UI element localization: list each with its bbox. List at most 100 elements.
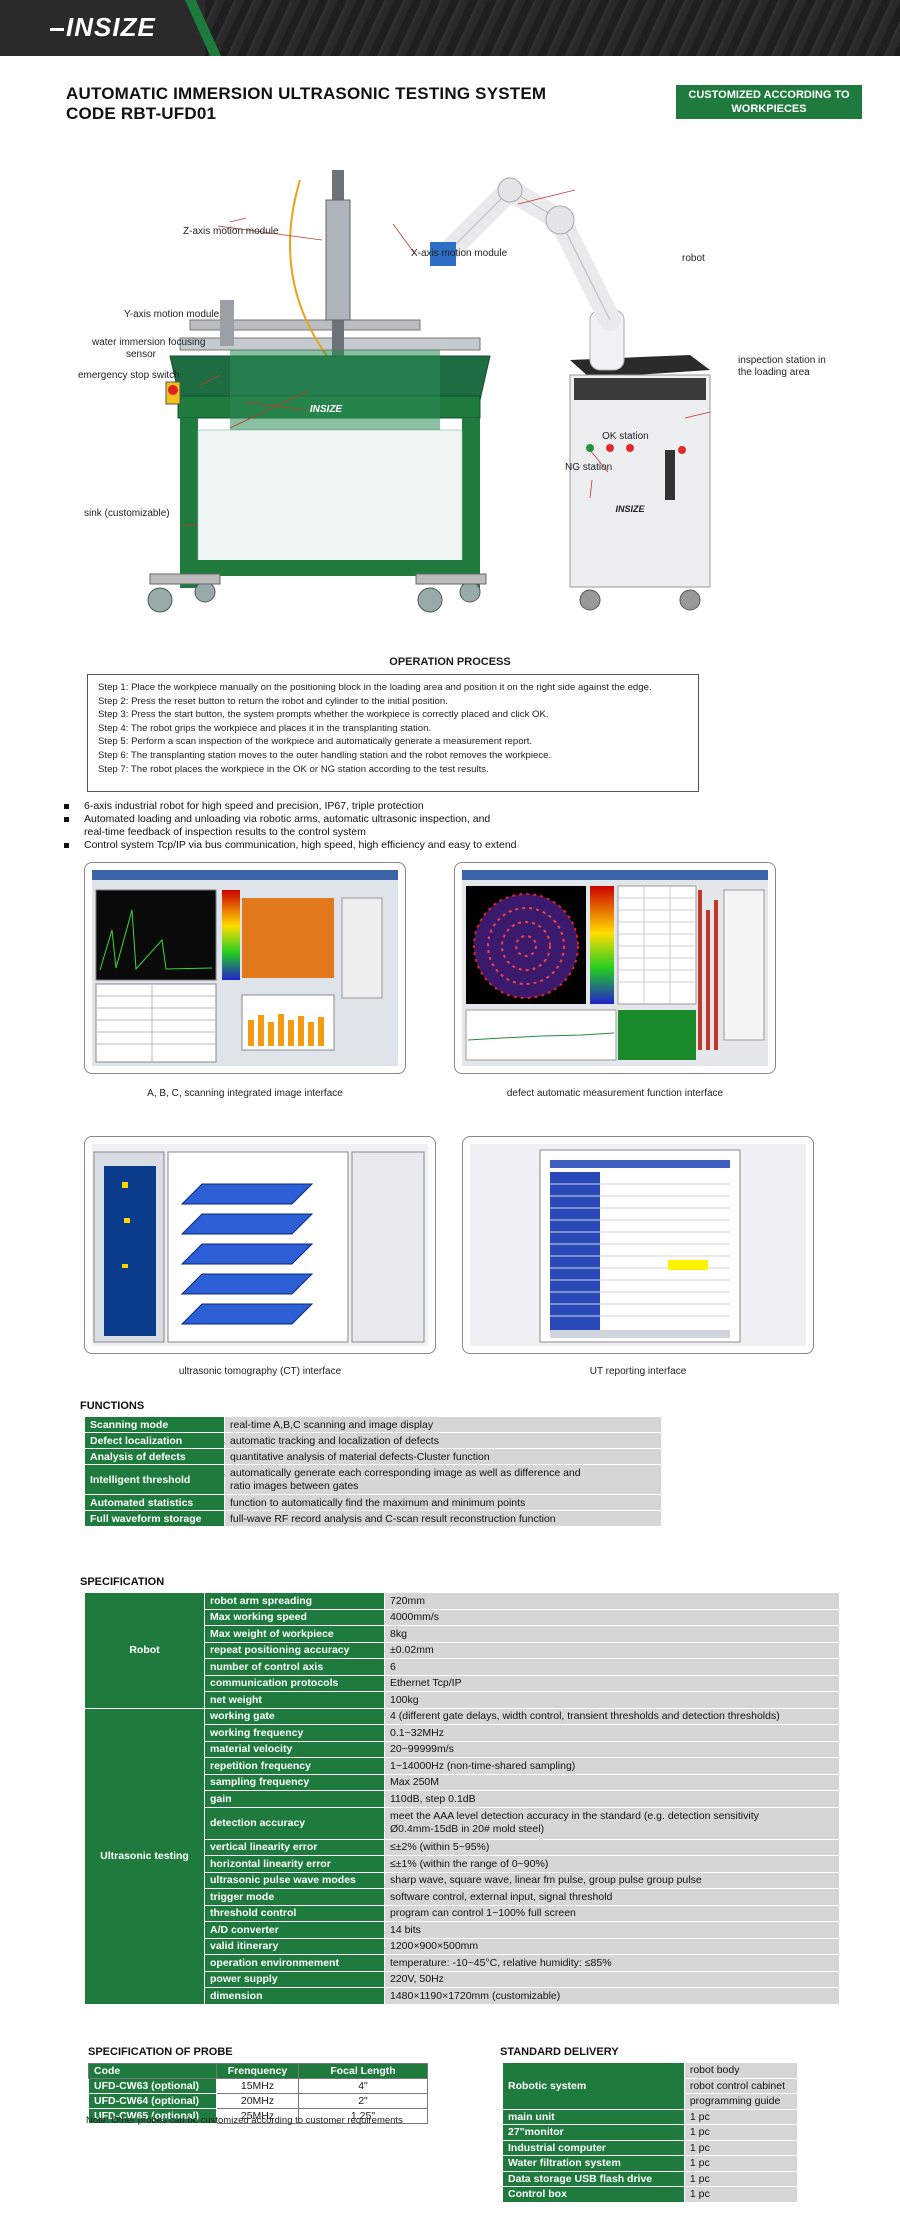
operation-step: Step 7: The robot places the workpiece i…: [98, 763, 489, 775]
svg-text:INSIZE: INSIZE: [310, 404, 343, 415]
table-cell: 1480×1190×1720mm (customizable): [384, 1987, 840, 2005]
table-cell: 1 pc: [683, 2170, 799, 2187]
operation-step: Step 2: Press the reset button to return…: [98, 695, 448, 707]
table-cell: 1~14000Hz (non-time-shared sampling): [384, 1757, 840, 1775]
table-cell: power supply: [204, 1970, 385, 1988]
table-cell: net weight: [204, 1691, 385, 1709]
caption-abc: A, B, C, scanning integrated image inter…: [147, 1088, 343, 1099]
bullet-icon: [64, 843, 69, 848]
table-cell: working frequency: [204, 1724, 385, 1742]
table-cell: Control box: [502, 2186, 685, 2203]
callout-emergency-stop: emergency stop switch: [78, 370, 180, 381]
caption-ct: ultrasonic tomography (CT) interface: [178, 1366, 342, 1377]
callout-ng-station: NG station: [565, 462, 613, 473]
table-cell: 1200×900×500mm: [384, 1937, 840, 1955]
table-cell: Industrial computer: [502, 2139, 685, 2156]
probe-note: Note: Other probes can be customized acc…: [86, 2115, 403, 2126]
callout-z-axis: Z-axis motion module: [183, 226, 279, 237]
table-cell: threshold control: [204, 1904, 385, 1922]
table-cell: 1 pc: [683, 2139, 799, 2156]
table-cell: Defect localization: [84, 1432, 225, 1449]
screenshot-ct-image: [92, 1144, 428, 1346]
table-cell: Max working speed: [204, 1608, 385, 1626]
bullet-icon: [64, 817, 69, 822]
table-cell: robot control cabinet: [683, 2077, 799, 2094]
table-cell: full-wave RF record analysis and C-scan …: [224, 1510, 662, 1527]
table-cell: operation environmement: [204, 1954, 385, 1972]
table-cell: sampling frequency: [204, 1773, 385, 1791]
table-cell: 220V, 50Hz: [384, 1970, 840, 1988]
operation-title: OPERATION PROCESS: [389, 656, 511, 668]
screenshot-ut-image: [470, 1144, 806, 1346]
table-cell: 4": [298, 2078, 428, 2094]
table-cell: vertical linearity error: [204, 1838, 385, 1856]
table-cell: software control, external input, signal…: [384, 1888, 840, 1906]
delivery-title: STANDARD DELIVERY: [500, 2046, 619, 2058]
table-cell: Full waveform storage: [84, 1510, 225, 1527]
table-cell: 0.1~32MHz: [384, 1724, 840, 1742]
table-row: vertical linearity error≤±2% (within 5~9…: [85, 1838, 840, 1856]
table-cell: automatic tracking and localization of d…: [224, 1432, 662, 1449]
table-header-cell: Focal Length: [298, 2063, 428, 2079]
table-cell: 25MHz: [216, 2108, 299, 2124]
table-cell: gain: [204, 1790, 385, 1808]
callout-focusing-sensor-2: sensor: [126, 349, 157, 360]
table-cell: Intelligent threshold: [84, 1464, 225, 1495]
table-cell: communication protocols: [204, 1674, 385, 1692]
table-cell: 27"monitor: [502, 2124, 685, 2141]
table-cell: 100kg: [384, 1691, 840, 1709]
table-cell: robot arm spreading: [204, 1592, 385, 1610]
callout-robot: robot: [682, 253, 705, 264]
table-cell: 15MHz: [216, 2078, 299, 2094]
operation-step: Step 3: Press the start button, the syst…: [98, 709, 549, 721]
table-cell: 14 bits: [384, 1921, 840, 1939]
table-cell: 720mm: [384, 1592, 840, 1610]
table-cell: temperature: -10~45°C, relative humidity…: [384, 1954, 840, 1972]
table-cell: Data storage USB flash drive: [502, 2170, 685, 2187]
table-cell: real-time A,B,C scanning and image displ…: [224, 1416, 662, 1433]
screenshot-defect-image: [462, 870, 768, 1066]
probe-title: SPECIFICATION OF PROBE: [88, 2046, 233, 2058]
feature-item: Control system Tcp/IP via bus communicat…: [64, 839, 844, 852]
table-cell: repetition frequency: [204, 1757, 385, 1775]
feature-item: Automated loading and unloading via robo…: [64, 813, 844, 826]
table-cell: ultrasonic pulse wave modes: [204, 1871, 385, 1889]
machine-illustration: INSIZE INSIZE: [147, 170, 711, 613]
table-cell: ±0.02mm: [384, 1641, 840, 1659]
caption-defect: defect automatic measurement function in…: [506, 1088, 724, 1099]
table-cell: 8kg: [384, 1625, 840, 1643]
table-cell: 6: [384, 1658, 840, 1676]
operation-step: Step 6: The transplanting station moves …: [98, 749, 552, 761]
table-cell: detection accuracy: [204, 1806, 385, 1840]
table-cell: sharp wave, square wave, linear fm pulse…: [384, 1871, 840, 1889]
table-cell: robot body: [683, 2062, 799, 2079]
table-row: robot control cabinet: [503, 2077, 799, 2094]
table-cell: quantitative analysis of material defect…: [224, 1448, 662, 1465]
screenshot-abc-image: [92, 870, 398, 1066]
callout-inspection-station: inspection station in: [738, 355, 826, 366]
table-cell: 20~99999m/s: [384, 1740, 840, 1758]
table-cell: UFD-CW64 (optional): [88, 2093, 217, 2109]
specification-title: SPECIFICATION: [80, 1576, 165, 1588]
table-cell: Max 250M: [384, 1773, 840, 1791]
robotic-system-label: Robotic system: [502, 2062, 685, 2110]
table-cell: dimension: [204, 1987, 385, 2005]
table-cell: 20MHz: [216, 2093, 299, 2109]
bullet-icon: [64, 804, 69, 809]
operation-step: Step 4: The robot grips the workpiece an…: [98, 722, 432, 734]
